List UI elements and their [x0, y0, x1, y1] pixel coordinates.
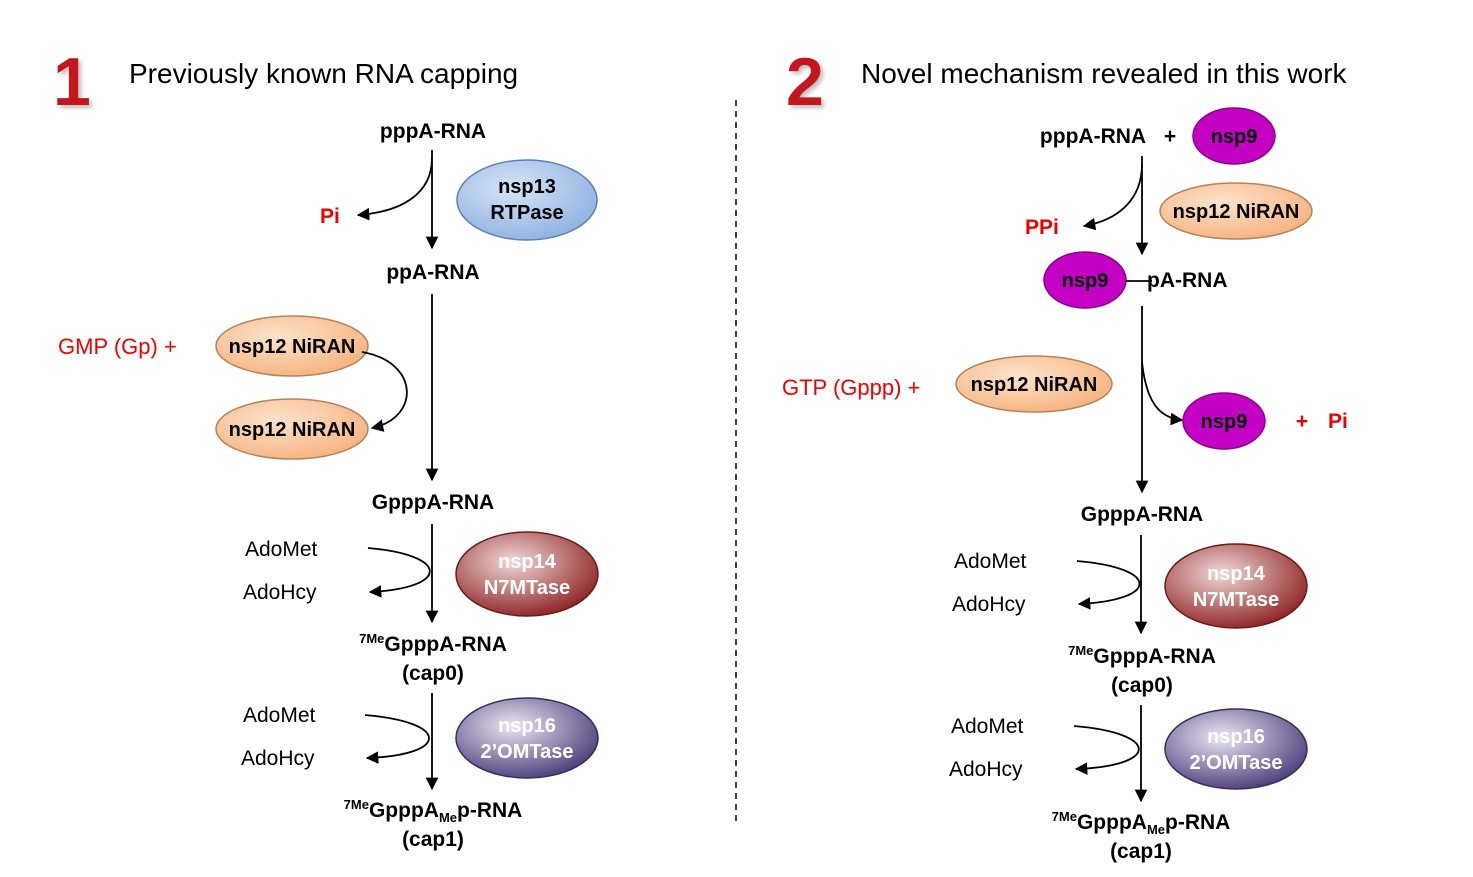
- niran-top-label-2: nsp12 NiRAN: [1173, 201, 1300, 223]
- nsp14-label-line1-2: nsp14: [1207, 563, 1266, 585]
- cap1-label-2: (cap1): [1110, 840, 1172, 863]
- panel-1-number: 1: [53, 44, 91, 120]
- adohcy-label-2: AdoHcy: [241, 747, 315, 770]
- cap0-label: (cap0): [402, 662, 464, 685]
- nsp9-right-label: nsp9: [1201, 411, 1248, 433]
- panel-2-heading: Novel mechanism revealed in this work: [861, 58, 1348, 89]
- gpppa-rna-label: GpppA-RNA: [372, 491, 494, 514]
- panel-1-heading: Previously known RNA capping: [129, 58, 518, 89]
- nsp14-label-line1: nsp14: [498, 551, 557, 573]
- adohcy-label-1: AdoHcy: [243, 581, 317, 604]
- cap1-label: (cap1): [402, 828, 464, 851]
- gtp-label: GTP (Gppp) +: [782, 375, 920, 400]
- arrow-methyl-transfer-1: [367, 547, 431, 598]
- panel-2-number: 2: [786, 44, 824, 120]
- pi-label: Pi: [320, 205, 340, 228]
- arrow-methyl-transfer-4: [1073, 725, 1140, 775]
- nsp16-label-line2-2: 2’OMTase: [1190, 752, 1283, 774]
- arrow-ppi-release: [1082, 163, 1143, 231]
- arrow-niran-guanylation: [361, 351, 408, 432]
- gpppa-rna-label-2: GpppA-RNA: [1081, 503, 1203, 526]
- nsp13-label-line2: RTPase: [490, 202, 563, 224]
- niran-mid-label: nsp12 NiRAN: [971, 374, 1098, 396]
- adohcy-label-3: AdoHcy: [952, 593, 1026, 616]
- arrow-pi-release: [356, 157, 433, 221]
- nsp9-enzyme-top: [1192, 107, 1276, 165]
- nsp16-label-line1: nsp16: [498, 715, 556, 737]
- pa-rna-label: pA-RNA: [1147, 269, 1227, 292]
- niran-enzyme-mid: [955, 355, 1113, 413]
- nsp14-label-line2: N7MTase: [484, 577, 570, 599]
- cap0-label-2: (cap0): [1111, 674, 1173, 697]
- niran-enzyme-top-2: [1159, 182, 1313, 240]
- nsp9-mid-label: nsp9: [1062, 270, 1109, 292]
- ppi-label: PPi: [1025, 216, 1059, 239]
- arrow-nsp9-release: [1141, 361, 1184, 426]
- panel-1: 1 Previously known RNA capping pppA-RNA …: [53, 44, 599, 851]
- arrow-methyl-transfer-2: [364, 714, 430, 764]
- nsp9-enzyme-right: [1182, 392, 1266, 450]
- nsp14-enzyme: [455, 531, 599, 617]
- adomet-label-3: AdoMet: [954, 550, 1027, 573]
- nsp13-enzyme: [456, 159, 598, 241]
- nsp16-enzyme: [455, 697, 599, 779]
- cap1-rna-label-2: 7MeGpppAMep-RNA: [1052, 809, 1231, 837]
- plus-sign-2: +: [1296, 410, 1308, 433]
- ppa-rna-label: ppA-RNA: [386, 261, 479, 284]
- pi-label-2: Pi: [1328, 410, 1348, 433]
- plus-sign-1: +: [1164, 125, 1176, 148]
- niran-enzyme-top: [215, 315, 369, 377]
- arrow-methyl-transfer-3: [1076, 560, 1141, 610]
- cap0-rna-label: 7MeGpppA-RNA: [359, 631, 507, 656]
- pppa-rna-label-2: pppA-RNA: [1040, 125, 1146, 148]
- nsp14-label-line2-2: N7MTase: [1193, 589, 1279, 611]
- gmp-label: GMP (Gp) +: [58, 334, 177, 359]
- cap0-rna-label-2: 7MeGpppA-RNA: [1068, 643, 1216, 668]
- adomet-label-4: AdoMet: [951, 715, 1024, 738]
- pppa-rna-label: pppA-RNA: [380, 120, 486, 143]
- niran-top-label: nsp12 NiRAN: [229, 336, 356, 358]
- cap1-rna-label: 7MeGpppAMep-RNA: [344, 797, 523, 825]
- niran-enzyme-bottom: [215, 398, 369, 460]
- nsp16-enzyme-2: [1164, 708, 1308, 790]
- nsp13-label-line1: nsp13: [498, 176, 556, 198]
- adohcy-label-4: AdoHcy: [949, 758, 1023, 781]
- adomet-label-2: AdoMet: [243, 704, 316, 727]
- nsp9-top-label: nsp9: [1211, 126, 1258, 148]
- nsp9-enzyme-mid: [1043, 251, 1127, 309]
- adomet-label-1: AdoMet: [245, 538, 318, 561]
- panel-2: 2 Novel mechanism revealed in this work …: [782, 44, 1348, 863]
- nsp16-label-line1-2: nsp16: [1207, 726, 1265, 748]
- nsp14-enzyme-2: [1164, 543, 1308, 629]
- niran-bottom-label: nsp12 NiRAN: [229, 419, 356, 441]
- nsp16-label-line2: 2’OMTase: [481, 741, 574, 763]
